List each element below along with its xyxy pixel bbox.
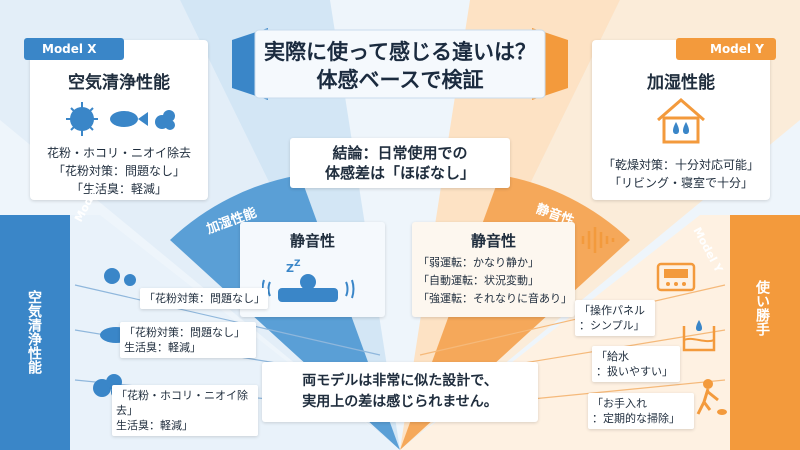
right-row-1: 「操作パネル ：シンプル」 xyxy=(575,300,655,336)
bottom-statement-card: 両モデルは非常に似た設計で、 実用上の差は感じられません。 xyxy=(262,362,538,422)
left-side-label: 空気清浄性能 xyxy=(26,290,42,374)
conclusion-line-1: 結論：日常使用での xyxy=(332,144,468,162)
model-y-tag-bg xyxy=(676,38,776,60)
left-side-bar xyxy=(0,215,70,450)
conclusion-card: 結論：日常使用での 体感差は「ほぼなし」 xyxy=(290,138,510,188)
virus-icon xyxy=(104,268,136,286)
quiet-right-line-2: 「自動運転：状況変動」 xyxy=(418,274,539,287)
quiet-left-heading: 静音性 xyxy=(289,232,335,250)
right-side-bar xyxy=(730,215,800,450)
bottom-line-2: 実用上の差は感じられません。 xyxy=(302,394,498,410)
quiet-right-heading: 静音性 xyxy=(470,232,516,250)
page-title: 実際に使って感じる違いは？ 体感ベースで検証 xyxy=(250,38,550,94)
svg-text:Z: Z xyxy=(294,259,301,269)
left-row-2: 「花粉対策：問題なし」 生活臭：軽減」 xyxy=(120,322,256,358)
model-x-card: Model X 空気清浄性能 花粉・ホコリ・ニオイ除去 「花粉対策：問題なし」 … xyxy=(24,38,208,200)
model-x-line-3: 「生活臭：軽減」 xyxy=(70,182,167,196)
left-row-1: 「花粉対策：問題なし」 xyxy=(140,288,268,309)
ray-line xyxy=(74,284,381,356)
model-x-tag-bg xyxy=(24,38,124,60)
cleaning-person-icon xyxy=(696,379,727,415)
conclusion-line-2: 体感差は「ほぼなし」 xyxy=(324,164,475,182)
model-x-line-2: 「花粉対策：問題なし」 xyxy=(52,164,185,178)
water-tank-icon xyxy=(682,320,716,352)
model-y-heading: 加湿性能 xyxy=(647,73,715,93)
model-y-tag: Model Y xyxy=(710,42,764,56)
model-x-heading: 空気清浄性能 xyxy=(68,73,170,93)
quiet-right-line-3: 「強運転：それなりに音あり」 xyxy=(418,292,572,305)
ray-line xyxy=(419,284,726,356)
right-row-3: 「お手入れ ：定期的な掃除」 xyxy=(588,393,694,429)
right-row-2: 「給水 ：扱いやすい」 xyxy=(592,346,680,382)
title-banner xyxy=(254,29,546,99)
sound-wave-icon xyxy=(581,227,615,253)
title-line-1: 実際に使って感じる違いは？ xyxy=(264,40,536,64)
control-panel-icon xyxy=(656,262,696,292)
model-x-line-1: 花粉・ホコリ・ニオイ除去 xyxy=(46,146,191,160)
virus-fish-dust-icon xyxy=(66,102,175,136)
left-row-3: 「花粉・ホコリ・ニオイ除去」 生活臭：軽減」 xyxy=(112,385,258,436)
sleeping-person-icon: Z Z xyxy=(262,259,355,302)
title-line-2: 体感ベースで検証 xyxy=(316,68,484,92)
quiet-right-card: 静音性 「弱運転：かなり静か」 「自動運転：状況変動」 「強運転：それなりに音あ… xyxy=(412,222,575,317)
model-y-card: Model Y 加湿性能 「乾燥対策：十分対応可能」 「リビング・寝室で十分」 xyxy=(592,38,776,200)
bottom-line-1: 両モデルは非常に似た設計で、 xyxy=(302,373,498,389)
model-y-line-2: 「リビング・寝室で十分」 xyxy=(608,176,753,190)
house-water-icon xyxy=(657,98,705,144)
quiet-right-line-1: 「弱運転：かなり静か」 xyxy=(418,256,539,269)
svg-text:Z: Z xyxy=(286,262,294,275)
right-side-label: 使い勝手 xyxy=(754,280,770,336)
model-y-line-1: 「乾燥対策：十分対応可能」 xyxy=(602,158,759,172)
model-x-tag: Model X xyxy=(42,42,97,56)
